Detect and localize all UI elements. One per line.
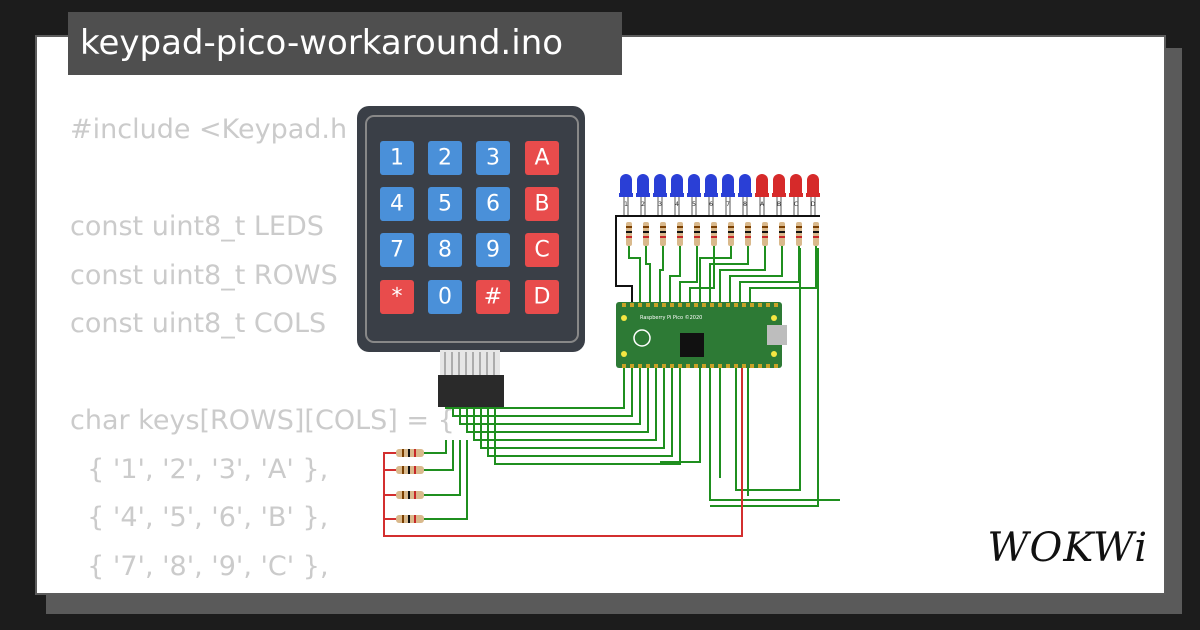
led-label: 4 (675, 201, 679, 208)
keypad-key[interactable] (380, 187, 414, 221)
led (620, 174, 632, 195)
keypad-key[interactable] (428, 280, 462, 314)
keypad-key[interactable] (476, 141, 510, 175)
keypad-key-label: 7 (390, 238, 404, 263)
led-label: B (777, 201, 781, 208)
rp2040-chip (680, 333, 704, 357)
keypad-key-label: 0 (438, 285, 452, 310)
keypad-key[interactable] (525, 233, 559, 267)
keypad-key-label: * (392, 285, 403, 310)
resistor (745, 222, 751, 246)
keypad-key-label: C (534, 238, 549, 263)
led-label: A (760, 201, 765, 208)
resistor (762, 222, 768, 246)
led (790, 174, 802, 195)
keypad-key[interactable] (428, 187, 462, 221)
led (773, 174, 785, 195)
led (637, 174, 649, 195)
keypad-key-label: 9 (486, 238, 500, 263)
resistor (694, 222, 700, 246)
led-label: 8 (743, 201, 747, 208)
keypad-key-label: B (534, 192, 549, 217)
keypad-frame (365, 115, 579, 343)
keypad-key[interactable] (476, 280, 510, 314)
code-line: { '4', '5', '6', 'B' }, (70, 502, 329, 533)
resistor (779, 222, 785, 246)
keypad-key-label: 2 (438, 146, 452, 171)
led-label: 5 (692, 201, 696, 208)
pull-resistors (396, 449, 424, 523)
resistor (813, 222, 819, 246)
keypad-connector (438, 350, 504, 407)
keypad-key[interactable] (380, 233, 414, 267)
resistor (728, 222, 734, 246)
keypad-key-label: D (534, 285, 551, 310)
led (722, 174, 734, 195)
keypad-key-label: 5 (438, 192, 452, 217)
keypad-key[interactable] (380, 141, 414, 175)
keypad-key[interactable] (525, 187, 559, 221)
led-label: 6 (709, 201, 713, 208)
keypad-key[interactable] (428, 233, 462, 267)
led-label: D (811, 201, 816, 208)
project-title: keypad-pico-workaround.ino (68, 12, 622, 75)
code-line: const uint8_t LEDS (70, 211, 324, 242)
keypad-key[interactable] (380, 280, 414, 314)
keypad-key[interactable] (476, 187, 510, 221)
code-line: #include <Keypad.h (70, 114, 348, 145)
keypad-key-label: 1 (390, 146, 404, 171)
led-label: 2 (641, 201, 645, 208)
keypad-key-label: A (534, 146, 549, 171)
led-label: 1 (624, 201, 628, 208)
led-label: C (794, 201, 798, 208)
keypad-key[interactable] (476, 233, 510, 267)
keypad-key[interactable] (428, 141, 462, 175)
led (739, 174, 751, 195)
keypad-key-label: 4 (390, 192, 404, 217)
led-label: 3 (658, 201, 662, 208)
keypad-key-label: 8 (438, 238, 452, 263)
led (705, 174, 717, 195)
code-line: const uint8_t COLS (70, 308, 327, 339)
resistor (796, 222, 802, 246)
resistor (626, 222, 632, 246)
raspberry-pi-pico[interactable]: Raspberry Pi Pico ©2020 (616, 302, 787, 368)
led (671, 174, 683, 195)
code-line: { '7', '8', '9', 'C' }, (70, 550, 329, 582)
usb-connector (767, 325, 787, 345)
resistor (711, 222, 717, 246)
keypad-key-label: 3 (486, 146, 500, 171)
led-resistors (626, 222, 819, 246)
project-preview-card[interactable]: #include <Keypad.h const uint8_t LEDS co… (35, 35, 1166, 595)
wokwi-logo: WOKWi (987, 525, 1148, 571)
led (654, 174, 666, 195)
raspberry-logo-icon (633, 329, 651, 347)
code-line: char keys[ROWS][COLS] = { (70, 405, 455, 436)
keypad-key-label: # (484, 285, 502, 310)
keypad-key-label: 6 (486, 192, 500, 217)
code-line: { '1', '2', '3', 'A' }, (70, 453, 329, 485)
keypad-key[interactable] (525, 141, 559, 175)
pico-label: Raspberry Pi Pico ©2020 (640, 314, 702, 321)
keypad[interactable]: 1 2 3 A 4 5 6 B 7 8 9 C * 0 # D (357, 106, 585, 407)
led-array[interactable]: 1 2 3 4 5 6 7 8 A B C D (618, 174, 820, 217)
led-label: 7 (726, 201, 730, 208)
code-preview: #include <Keypad.h const uint8_t LEDS co… (70, 106, 455, 593)
resistor (677, 222, 683, 246)
keypad-key[interactable] (525, 280, 559, 314)
led (688, 174, 700, 195)
code-line: const uint8_t ROWS (70, 259, 338, 291)
led (807, 174, 819, 195)
resistor (660, 222, 666, 246)
resistor (643, 222, 649, 246)
led (756, 174, 768, 195)
